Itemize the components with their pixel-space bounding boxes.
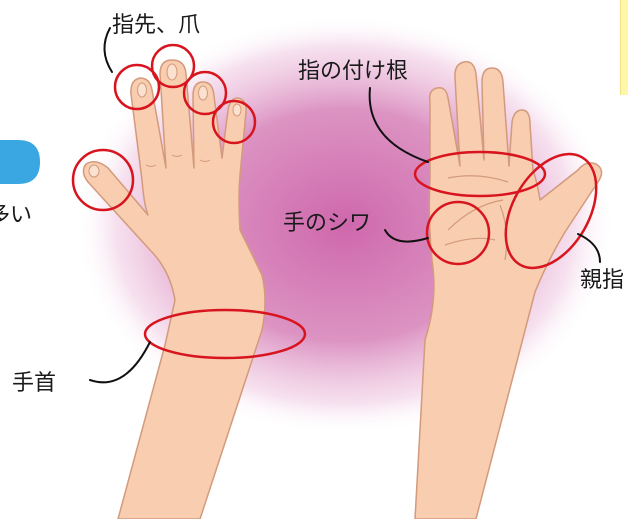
nail: [232, 103, 242, 117]
leader-thumb: [577, 233, 601, 263]
leader-palm-crease: [384, 229, 429, 243]
nail: [166, 63, 178, 81]
label-thumb: 親指: [580, 268, 624, 293]
circle-middle-tip: [150, 43, 196, 89]
left-hand: [82, 59, 266, 519]
nail: [198, 85, 208, 101]
circle-wrist: [143, 308, 307, 360]
label-finger-base: 指の付け根: [298, 59, 408, 84]
circle-thumb-tip: [71, 148, 135, 212]
label-fingertips-nails: 指先、爪: [112, 13, 200, 38]
label-palm-crease: 手のシワ: [283, 211, 371, 236]
circle-thumb: [504, 152, 598, 270]
leader-finger-base: [368, 87, 429, 163]
blue-tab-partial: [0, 140, 40, 184]
label-wrist: 手首: [12, 371, 56, 396]
nail: [137, 82, 147, 98]
leader-fingertips: [103, 27, 113, 73]
highlight-circles: [71, 43, 598, 360]
leader-lines: [89, 27, 601, 384]
circle-index-tip: [113, 63, 161, 111]
circle-finger-base: [413, 150, 547, 198]
nail: [88, 164, 100, 178]
left-hand-shape: [82, 59, 266, 519]
label-cut-left: 多い: [0, 203, 32, 228]
circle-palm-crease: [425, 200, 491, 266]
circle-pinky-tip: [211, 99, 257, 145]
leader-wrist: [89, 341, 151, 384]
right-hand: [414, 61, 603, 519]
yellow-tab-partial: [620, 0, 628, 95]
circle-ring-tip: [182, 70, 228, 116]
